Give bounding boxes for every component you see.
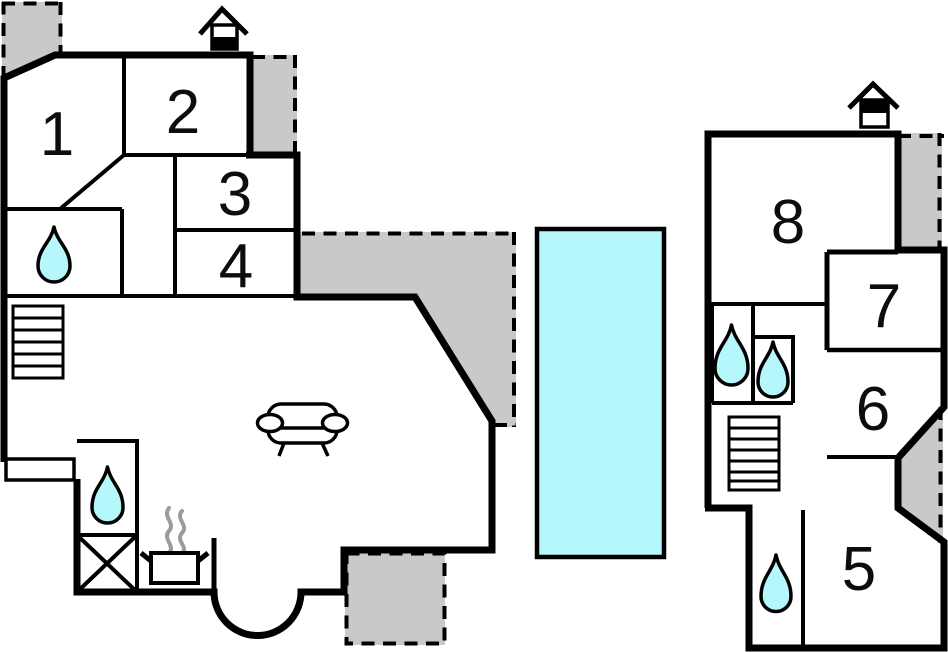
terrace-right-notch bbox=[898, 407, 943, 542]
sofa-armrest-right bbox=[320, 412, 350, 434]
water-drop-icon-bath-a bbox=[713, 323, 750, 387]
terrace-left-east bbox=[300, 232, 516, 427]
chimney-right-roof bbox=[847, 80, 900, 110]
left-building: 1 2 3 4 bbox=[0, 5, 496, 639]
shower-cross-icon bbox=[75, 533, 139, 594]
left-building-outer-walls bbox=[0, 51, 496, 639]
stove-area bbox=[139, 506, 210, 585]
wall-room1-diagonal bbox=[58, 153, 126, 211]
terrace-left-upper-right bbox=[250, 55, 297, 154]
chimney-right-band bbox=[861, 100, 888, 113]
terrace-left-south bbox=[345, 552, 445, 645]
room-label-5: 5 bbox=[842, 535, 876, 604]
wall-bathroom-b bbox=[755, 335, 795, 403]
terrace-top-left-dashes bbox=[1, 1, 63, 79]
stairs-right-treads bbox=[729, 426, 779, 483]
right-interior-walls bbox=[708, 249, 941, 645]
terrace-left-upper-right-dashes bbox=[252, 55, 297, 152]
heat-waves-icon-2 bbox=[178, 509, 186, 555]
chimney-left-roof bbox=[198, 5, 249, 36]
wall-bathroom-left bbox=[4, 207, 124, 296]
entry-step bbox=[4, 457, 76, 482]
stairs-icon-right bbox=[727, 415, 781, 492]
room-label-3: 3 bbox=[218, 160, 252, 229]
swimming-pool bbox=[534, 226, 667, 560]
right-building-outer-walls bbox=[704, 130, 948, 652]
water-drop-icon-bathroom-left bbox=[36, 225, 72, 284]
room-label-2: 2 bbox=[166, 78, 200, 147]
right-building: 8 7 6 5 bbox=[704, 80, 948, 652]
stairs-left-treads bbox=[13, 316, 63, 368]
terrace-right-upper bbox=[898, 133, 942, 250]
terraces bbox=[2, 2, 943, 645]
water-drop-icon-kitchen bbox=[90, 465, 125, 525]
wall-room7-left-top bbox=[824, 249, 898, 350]
heat-waves-icon bbox=[165, 506, 173, 555]
terrace-top-left bbox=[2, 2, 62, 79]
sofa-icon bbox=[255, 402, 350, 457]
terrace-right-upper-dashes bbox=[898, 133, 944, 250]
room-label-6: 6 bbox=[856, 375, 890, 444]
chimney-icon-right bbox=[847, 80, 900, 129]
room-label-7: 7 bbox=[867, 272, 901, 341]
sofa-legs bbox=[277, 442, 330, 457]
stairs-icon-left bbox=[11, 304, 65, 380]
wall-bathroom-a bbox=[710, 304, 793, 405]
sofa-armrest-left bbox=[255, 412, 285, 434]
chimney-icon-left bbox=[198, 5, 249, 51]
stove-pot-icon bbox=[149, 551, 200, 585]
chimney-left-band bbox=[212, 37, 237, 49]
water-drop-icon-bath-b bbox=[756, 340, 790, 399]
room-label-8: 8 bbox=[771, 188, 805, 257]
terrace-left-east-dashes bbox=[302, 231, 516, 427]
room-label-1: 1 bbox=[40, 100, 74, 169]
left-interior-walls bbox=[4, 57, 297, 594]
water-drop-icon-bath-c bbox=[759, 553, 793, 614]
wall-kitchen-box bbox=[77, 439, 139, 592]
room-label-4: 4 bbox=[219, 232, 253, 301]
